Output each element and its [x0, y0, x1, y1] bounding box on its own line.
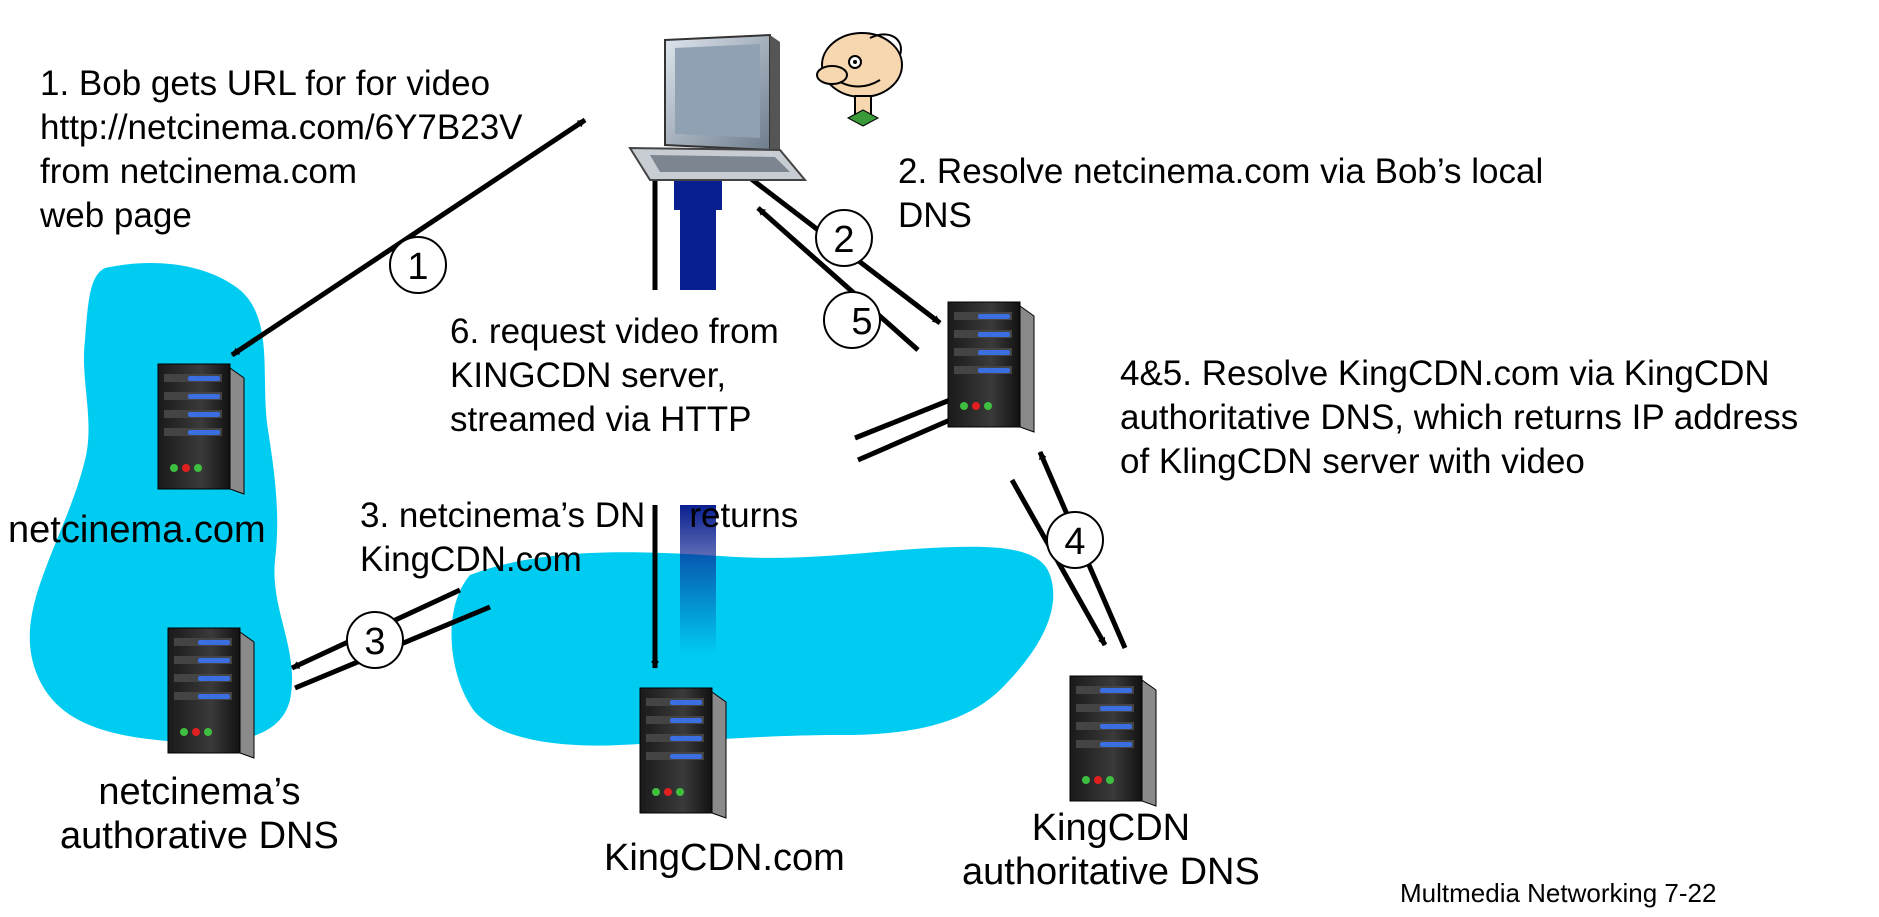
slide-footer: Multmedia Networking 7-22 — [1400, 878, 1717, 908]
computer-icon — [628, 33, 808, 181]
svg-text:1: 1 — [407, 246, 428, 288]
svg-text:3: 3 — [364, 621, 385, 663]
arrow-step1 — [230, 117, 587, 358]
step3-line: KingCDN.com — [360, 540, 582, 579]
kingcdn-dns-label-line: authoritative DNS — [962, 851, 1260, 893]
step6-line: 6. request video from — [450, 312, 779, 351]
step3-part-b: returns — [689, 496, 799, 535]
step-marker-2: 2 — [815, 209, 873, 267]
step3-text: 3. netcinema’s DN returns KingCDN.com — [360, 494, 798, 582]
step2-line: 2. Resolve netcinema.com via Bob’s local — [898, 152, 1544, 191]
stream-arrow-fade — [680, 505, 716, 655]
local-dns-server-icon — [947, 301, 1035, 433]
step-marker-4: 4 — [1046, 511, 1104, 569]
kingcdn-dns-label-line: KingCDN — [1031, 807, 1191, 849]
step3-line: 3. netcinema’s DN returns — [360, 494, 798, 538]
step-marker-5: 5 — [823, 291, 881, 349]
step2-line: DNS — [898, 196, 972, 235]
step6-line: streamed via HTTP — [450, 400, 752, 439]
netcinema-dns-server-icon — [167, 627, 255, 759]
kingcdn-server-label: KingCDN.com — [604, 837, 845, 879]
kingcdn-server-icon — [639, 687, 727, 819]
bob-icon — [816, 32, 903, 127]
arrow-local-dns-a — [854, 393, 961, 441]
arrow-local-dns-b — [857, 417, 951, 463]
step-marker-1: 1 — [389, 236, 447, 294]
step45-text: 4&5. Resolve KingCDN.com via KingCDN aut… — [1120, 352, 1798, 484]
step1-line: 1. Bob gets URL for for video — [40, 64, 491, 103]
step2-text: 2. Resolve netcinema.com via Bob’s local… — [898, 150, 1543, 238]
netcinema-dns-label: netcinema’s authorative DNS — [60, 770, 339, 858]
step-marker-3: 3 — [346, 611, 404, 669]
netcinema-dns-label-line: authorative DNS — [60, 815, 339, 857]
kingcdn-dns-server-icon — [1069, 675, 1157, 807]
netcinema-web-label: netcinema.com — [8, 509, 266, 551]
stream-arrow — [674, 172, 722, 290]
step1-text: 1. Bob gets URL for for video http://net… — [40, 62, 523, 238]
svg-text:4: 4 — [1064, 521, 1085, 563]
kingcdn-dns-label: KingCDN authoritative DNS — [962, 806, 1260, 894]
step1-line: http://netcinema.com/6Y7B23V — [40, 108, 523, 147]
netcinema-web-server-icon — [157, 363, 245, 495]
step45-line: authoritative DNS, which returns IP addr… — [1120, 398, 1799, 437]
step45-line: 4&5. Resolve KingCDN.com via KingCDN — [1120, 354, 1770, 393]
step6-line: KINGCDN server, — [450, 356, 727, 395]
arrow-step5 — [756, 206, 920, 352]
netcinema-dns-label-line: netcinema’s — [98, 771, 301, 813]
kingcdn-cloud — [451, 546, 1054, 746]
step1-line: web page — [40, 196, 192, 235]
step6-text: 6. request video from KINGCDN server, st… — [450, 310, 779, 442]
step45-line: of KlingCDN server with video — [1120, 442, 1585, 481]
svg-text:2: 2 — [833, 219, 854, 261]
step1-line: from netcinema.com — [40, 152, 358, 191]
step3-part-a: 3. netcinema’s DN — [360, 496, 646, 535]
svg-text:5: 5 — [851, 301, 872, 343]
